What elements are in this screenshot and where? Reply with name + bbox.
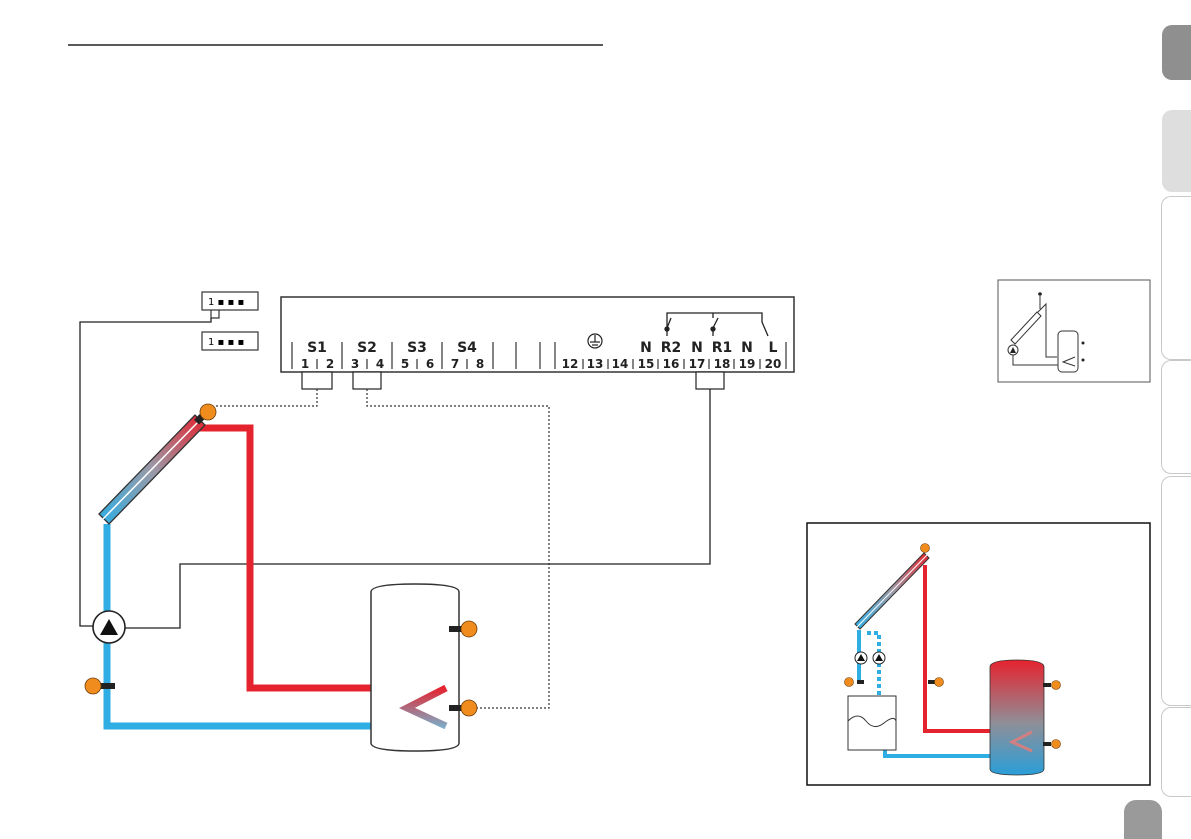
connector-bottom: 1 ▪ ▪ ▪ [202,332,258,350]
connector-bottom-label: 1 ▪ ▪ ▪ [208,337,244,348]
terminal-brackets [302,372,724,389]
terminal-1: 1 [301,357,309,371]
connector-link [211,310,219,318]
terminal-5: 5 [401,357,409,371]
label-s1: S1 [307,340,327,356]
terminal-2: 2 [326,357,334,371]
label-n-15: N [640,340,652,356]
label-r1: R1 [712,340,733,356]
terminal-4: 4 [376,357,384,371]
label-l: L [769,340,778,356]
terminal-19: 19 [739,357,756,371]
terminal-6: 6 [426,357,434,371]
mini-schematic [998,280,1150,382]
terminal-7: 7 [451,357,459,371]
terminal-13: 13 [587,357,604,371]
storage-tank-icon [371,584,463,751]
terminal-16: 16 [663,357,680,371]
terminal-14: 14 [612,357,629,371]
terminal-12: 12 [562,357,579,371]
label-s3: S3 [407,340,427,356]
terminal-8: 8 [476,357,484,371]
connector-top-label: 1 ▪ ▪ ▪ [208,297,244,308]
solar-collector-icon [99,414,205,524]
variant-schematic [807,523,1150,785]
label-n-19: N [741,340,753,356]
label-r2: R2 [661,340,682,356]
pump-icon[interactable] [93,611,125,643]
label-n-17: N [691,340,703,356]
label-s2: S2 [357,340,377,356]
connector-top: 1 ▪ ▪ ▪ [202,292,258,310]
pipe-sensor-mount [99,683,115,689]
terminal-20: 20 [765,357,782,371]
terminal-17: 17 [689,357,706,371]
terminal-15: 15 [638,357,655,371]
terminal-18: 18 [714,357,731,371]
label-s4: S4 [457,340,477,356]
terminal-3: 3 [351,357,359,371]
